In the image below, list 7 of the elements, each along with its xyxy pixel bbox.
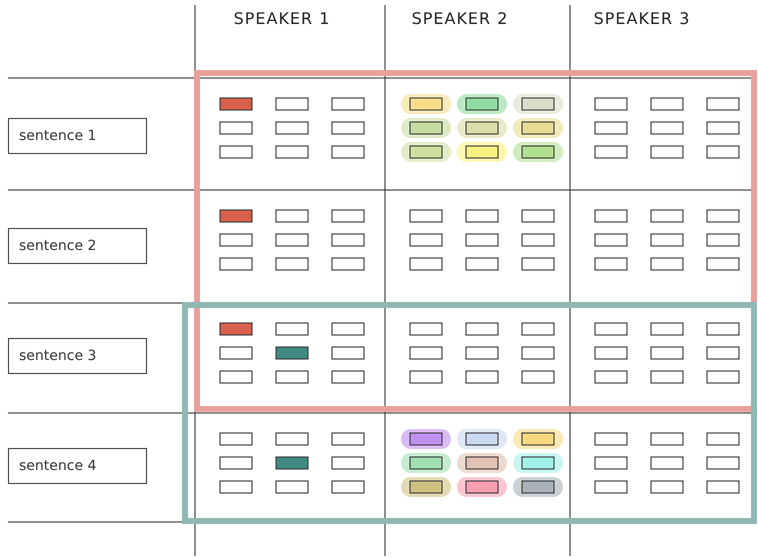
column-header: SPEAKER 1 — [232, 8, 332, 30]
column-header: SPEAKER 2 — [410, 8, 510, 30]
sentence-box: sentence 3 — [8, 338, 147, 374]
sentence-box: sentence 4 — [8, 448, 147, 484]
column-header: SPEAKER 3 — [592, 8, 692, 30]
sentence-box: sentence 1 — [8, 118, 147, 154]
sentence-box: sentence 2 — [8, 228, 147, 264]
